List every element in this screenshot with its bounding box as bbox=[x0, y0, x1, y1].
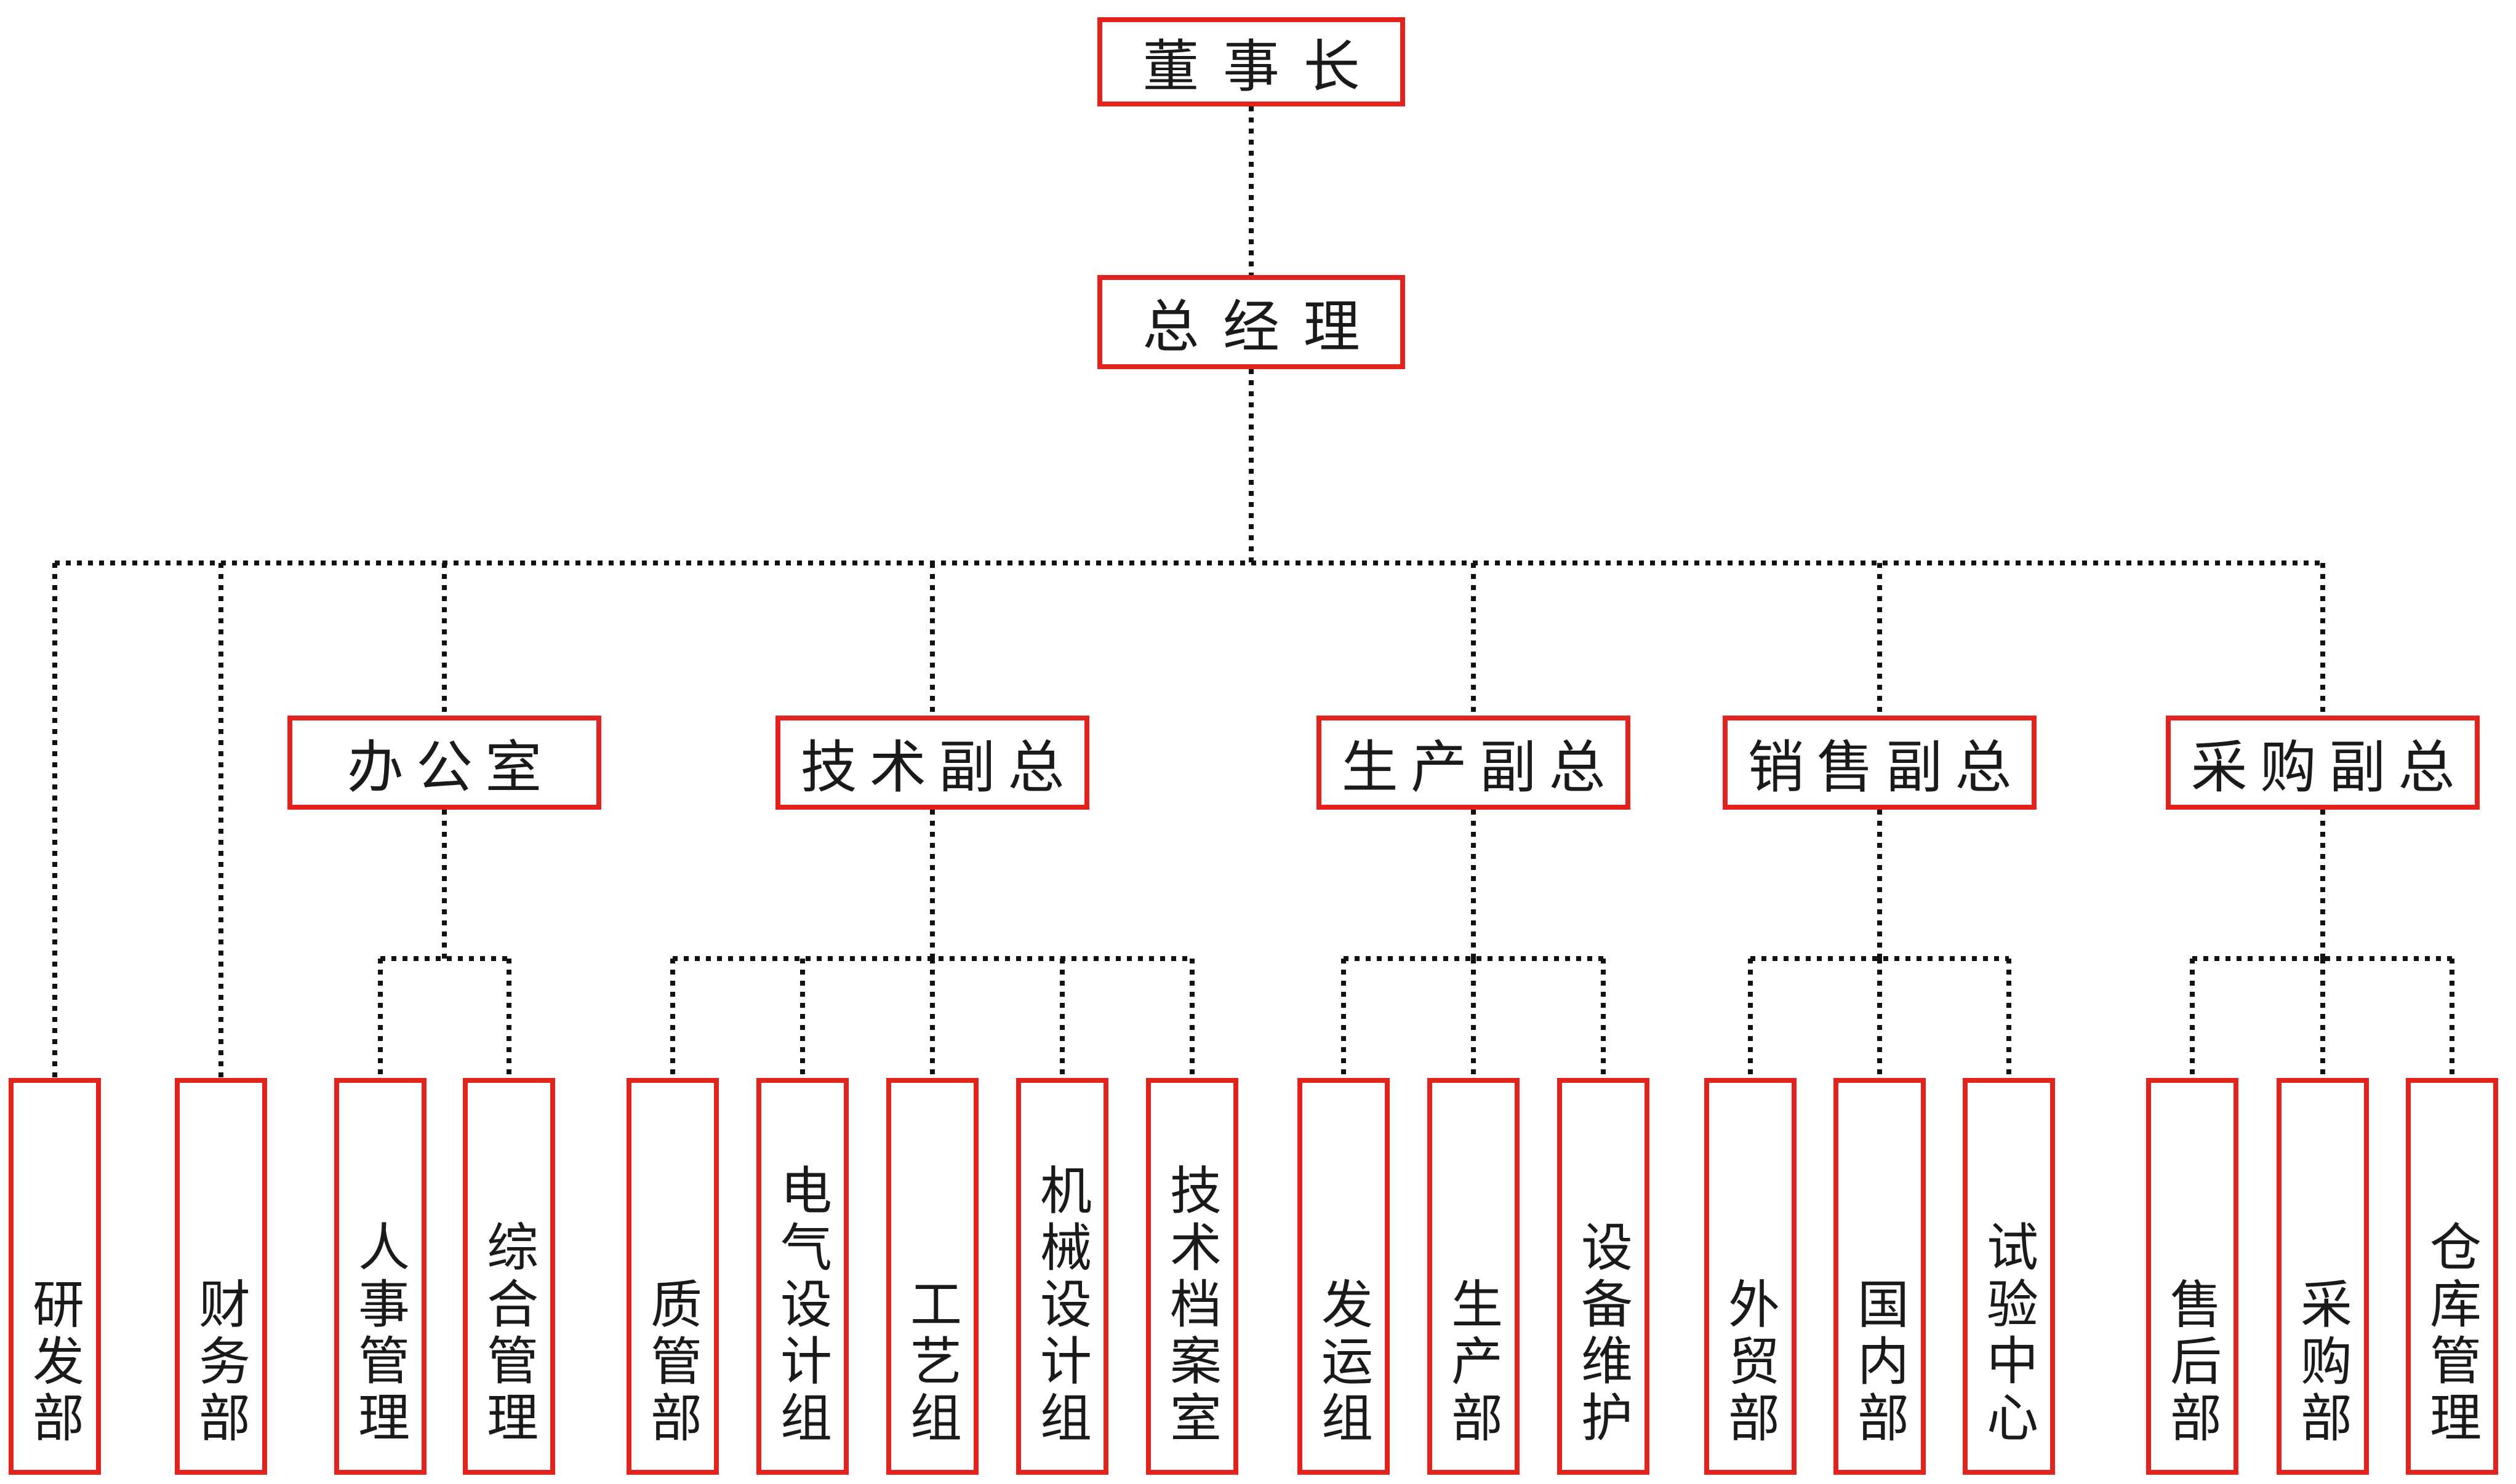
org-node-label: 设备维护 bbox=[1573, 1220, 1633, 1448]
org-node-label: 售后部 bbox=[2161, 1277, 2222, 1448]
org-node-process-group: 工艺组 bbox=[886, 1078, 979, 1475]
org-node-label: 采购部 bbox=[2292, 1277, 2353, 1448]
org-node-test-center: 试验中心 bbox=[1963, 1078, 2055, 1475]
org-node-warehouse-mgmt: 仓库管理 bbox=[2406, 1078, 2498, 1475]
org-node-label: 人事管理 bbox=[350, 1220, 411, 1448]
org-node-label: 工艺组 bbox=[902, 1277, 963, 1448]
org-node-label: 技术副总 bbox=[800, 735, 1077, 800]
org-node-label: 外贸部 bbox=[1720, 1277, 1781, 1448]
org-node-production-vp: 生产副总 bbox=[1316, 716, 1630, 810]
org-node-label: 生产副总 bbox=[1341, 735, 1618, 800]
org-node-label: 电气设计组 bbox=[772, 1163, 833, 1448]
org-node-label: 试验中心 bbox=[1978, 1220, 2039, 1448]
org-node-label: 总经理 bbox=[1142, 294, 1384, 360]
org-node-tech-archives: 技术档案室 bbox=[1146, 1078, 1238, 1475]
org-node-label: 董事长 bbox=[1142, 34, 1384, 100]
org-node-label: 研发部 bbox=[24, 1277, 85, 1448]
org-node-rd-dept: 研发部 bbox=[9, 1078, 101, 1475]
org-node-tech-vp: 技术副总 bbox=[775, 716, 1089, 810]
org-node-purchasing-dept: 采购部 bbox=[2277, 1078, 2369, 1475]
org-node-domestic-dept: 国内部 bbox=[1833, 1078, 1926, 1475]
org-node-office: 办公室 bbox=[287, 716, 601, 810]
org-node-label: 采购副总 bbox=[2190, 735, 2467, 800]
org-node-label: 质管部 bbox=[642, 1277, 703, 1448]
org-node-foreign-trade-dept: 外贸部 bbox=[1704, 1078, 1797, 1475]
org-node-label: 技术档案室 bbox=[1161, 1163, 1222, 1448]
org-node-general-mgmt: 综合管理 bbox=[463, 1078, 555, 1475]
org-node-label: 财务部 bbox=[190, 1277, 251, 1448]
org-node-mechanical-design-group: 机械设计组 bbox=[1016, 1078, 1108, 1475]
org-node-general-manager: 总经理 bbox=[1097, 275, 1405, 369]
org-node-hr-mgmt: 人事管理 bbox=[334, 1078, 427, 1475]
org-node-label: 国内部 bbox=[1849, 1277, 1910, 1448]
org-node-label: 办公室 bbox=[347, 735, 555, 800]
org-node-label: 生产部 bbox=[1443, 1277, 1504, 1448]
org-node-sales-vp: 销售副总 bbox=[1723, 716, 2037, 810]
org-node-qc-dept: 质管部 bbox=[627, 1078, 719, 1475]
org-node-electrical-design-group: 电气设计组 bbox=[756, 1078, 849, 1475]
org-node-finance-dept: 财务部 bbox=[175, 1078, 267, 1475]
org-node-procurement-vp: 采购副总 bbox=[2166, 716, 2480, 810]
org-node-label: 发运组 bbox=[1313, 1277, 1374, 1448]
org-node-production-dept: 生产部 bbox=[1427, 1078, 1520, 1475]
org-node-chairman: 董事长 bbox=[1097, 17, 1405, 106]
org-node-equipment-maintenance: 设备维护 bbox=[1557, 1078, 1649, 1475]
org-node-after-sales-dept: 售后部 bbox=[2146, 1078, 2238, 1475]
org-node-label: 机械设计组 bbox=[1032, 1163, 1092, 1448]
org-node-label: 仓库管理 bbox=[2421, 1220, 2482, 1448]
org-node-label: 综合管理 bbox=[478, 1220, 539, 1448]
org-node-label: 销售副总 bbox=[1747, 735, 2024, 800]
org-node-shipping-group: 发运组 bbox=[1297, 1078, 1390, 1475]
